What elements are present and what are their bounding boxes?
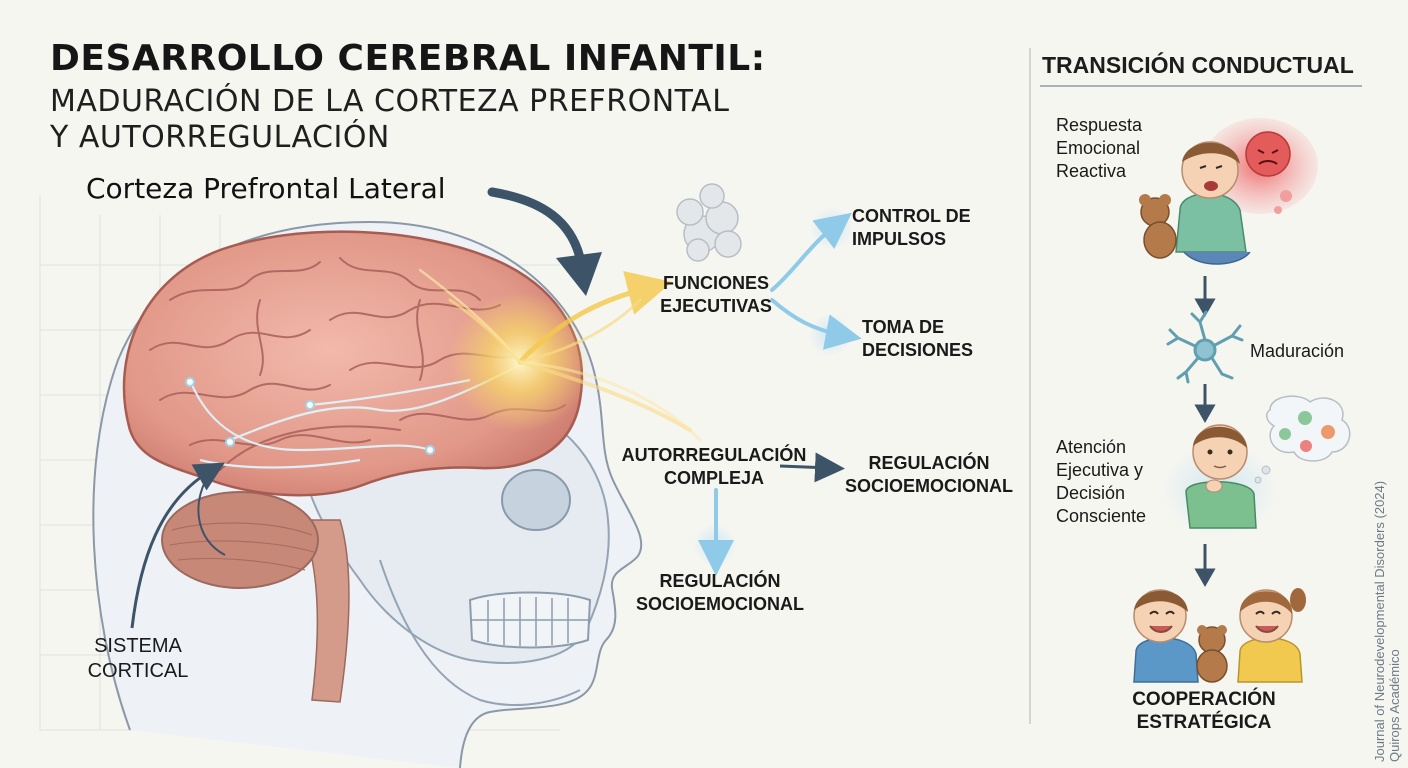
- transition-arrows: [1194, 276, 1216, 588]
- thinking-child-illustration: [1162, 395, 1351, 538]
- pfc-pointer-arrowhead: [556, 252, 602, 296]
- label-complex-self-regulation-line-1: AUTORREGULACIÓN: [621, 445, 807, 465]
- label-cortical-system-line-2: CORTICAL: [87, 660, 189, 682]
- label-decision-making: TOMA DE DECISIONES: [852, 316, 992, 362]
- label-socioemotional-regulation-below-line-1: REGULACIÓN: [659, 571, 781, 591]
- label-socioemotional-regulation-below-line-2: SOCIOEMOCIONAL: [635, 594, 804, 614]
- brainstem: [298, 519, 350, 703]
- smoke-icon: [676, 183, 742, 262]
- label-cortical-system-line-1: SISTEMA: [94, 635, 182, 657]
- label-complex-self-regulation: AUTORREGULACIÓN COMPLEJA: [614, 444, 814, 490]
- label-reactive-response: Respuesta Emocional Reactiva: [1056, 114, 1142, 183]
- label-strategic-cooperation: COOPERACIÓN ESTRATÉGICA: [1124, 688, 1284, 734]
- label-executive-attention-line-3: Decisión: [1056, 483, 1126, 503]
- glow-streams: [418, 268, 702, 442]
- label-executive-attention-line-1: Atención: [1056, 437, 1127, 457]
- label-executive-attention: Atención Ejecutiva y Decisión Consciente: [1056, 436, 1146, 528]
- label-impulse-control-line-2: IMPULSOS: [852, 229, 947, 249]
- label-reactive-response-line-3: Reactiva: [1056, 161, 1127, 181]
- label-impulse-control-line-1: CONTROL DE: [852, 206, 971, 226]
- label-executive-functions-line-2: EJECUTIVAS: [660, 296, 772, 316]
- label-complex-self-regulation-line-2: COMPLEJA: [663, 468, 764, 488]
- citation: Journal of Neurodevelopmental Disorders …: [1372, 481, 1402, 762]
- function-arrows: [693, 206, 862, 576]
- label-maturation: Maduración: [1250, 341, 1345, 361]
- label-executive-functions-line-1: FUNCIONES: [662, 273, 769, 293]
- label-prefrontal-cortex: Corteza Prefrontal Lateral: [86, 172, 446, 205]
- label-socioemotional-regulation-right-line-2: SOCIOEMOCIONAL: [844, 476, 1013, 496]
- page-subtitle-line-2: Y AUTORREGULACIÓN: [50, 120, 390, 155]
- label-decision-making-line-2: DECISIONES: [862, 340, 974, 360]
- neural-nodes: [185, 377, 435, 455]
- neuron-icon: [1166, 310, 1244, 384]
- citation-line-1: Journal of Neurodevelopmental Disorders …: [1372, 480, 1387, 762]
- label-socioemotional-regulation-right-line-1: REGULACIÓN: [868, 453, 990, 473]
- label-strategic-cooperation-line-1: COOPERACIÓN: [1132, 689, 1276, 710]
- cerebellum: [161, 491, 319, 589]
- label-cortical-system: SISTEMA CORTICAL: [82, 634, 194, 684]
- cortical-pointer-arrow: [130, 462, 225, 629]
- label-impulse-control: CONTROL DE IMPULSOS: [852, 205, 992, 251]
- label-reactive-response-line-2: Emocional: [1056, 138, 1141, 158]
- label-decision-making-line-1: TOMA DE: [862, 317, 945, 337]
- pfc-pointer-arrow: [487, 187, 587, 273]
- cooperation-illustration: [1133, 588, 1306, 683]
- reactive-child-illustration: [1139, 118, 1318, 265]
- label-executive-functions: FUNCIONES EJECUTIVAS: [646, 272, 786, 318]
- page-title: DESARROLLO CEREBRAL INFANTIL:: [50, 38, 766, 79]
- cortical-curve: [197, 469, 226, 556]
- label-executive-attention-line-4: Consciente: [1056, 506, 1147, 526]
- selfreg-to-socio-arrow: [779, 452, 845, 483]
- label-reactive-response-line-1: Respuesta: [1056, 115, 1143, 135]
- label-socioemotional-regulation-below: REGULACIÓN SOCIOEMOCIONAL: [622, 570, 818, 616]
- transition-panel-title: TRANSICIÓN CONDUCTUAL: [1042, 52, 1354, 78]
- label-socioemotional-regulation-right: REGULACIÓN SOCIOEMOCIONAL: [836, 452, 1022, 498]
- label-executive-attention-line-2: Ejecutiva y: [1056, 460, 1144, 480]
- brain-cerebrum: [122, 230, 584, 497]
- label-strategic-cooperation-line-2: ESTRATÉGICA: [1136, 712, 1272, 733]
- citation-line-2: Quirops Académico: [1387, 649, 1402, 762]
- page-subtitle-line-1: MADURACIÓN DE LA CORTEZA PREFRONTAL: [50, 84, 730, 119]
